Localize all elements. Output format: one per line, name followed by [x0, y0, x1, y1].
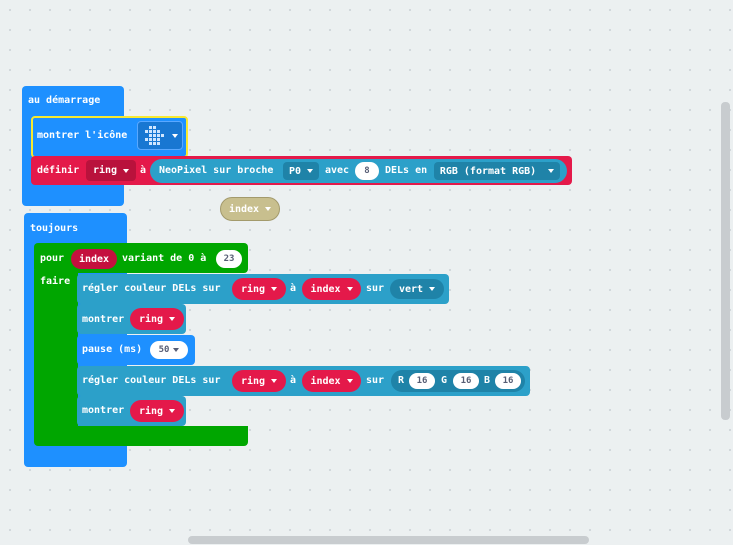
r-input[interactable]: 16	[409, 373, 435, 389]
set-color-label-2: régler couleur DELs sur	[82, 375, 221, 386]
chevron-down-icon	[169, 317, 176, 321]
ring-variable-dropdown[interactable]: ring	[86, 160, 136, 181]
chevron-down-icon	[346, 379, 353, 383]
for-label: pour	[40, 253, 65, 264]
on-label-2: sur	[366, 375, 385, 386]
chevron-down-icon	[429, 287, 436, 291]
horizontal-scrollbar[interactable]	[188, 536, 589, 544]
chevron-down-icon	[346, 287, 353, 291]
led-grid-icon	[145, 126, 164, 145]
at-label-2: à	[290, 375, 297, 386]
on-start-label: au démarrage	[28, 95, 101, 106]
b-input[interactable]: 16	[495, 373, 521, 389]
neopixel-label: NeoPixel sur broche	[159, 165, 274, 176]
pause-duration-dropdown[interactable]: 50	[150, 341, 188, 359]
chevron-down-icon	[172, 134, 178, 138]
led-count-input[interactable]: 8	[355, 162, 379, 180]
define-connector: à	[140, 165, 147, 176]
floating-index-variable[interactable]: index	[220, 197, 280, 221]
forever-label: toujours	[30, 223, 79, 234]
define-label: définir	[37, 165, 80, 176]
do-label: faire	[40, 276, 71, 287]
at-label-1: à	[290, 283, 297, 294]
strip-variable-1[interactable]: ring	[232, 278, 286, 300]
g-label: G	[441, 375, 448, 386]
chevron-down-icon	[271, 379, 278, 383]
range-label: variant de 0 à	[122, 253, 207, 264]
show-label-2: montrer	[82, 405, 125, 416]
for-loop-block[interactable]	[34, 243, 248, 273]
show-label-1: montrer	[82, 314, 125, 325]
index-variable-1[interactable]: index	[302, 278, 361, 300]
g-input[interactable]: 16	[453, 373, 479, 389]
with-label: avec	[325, 165, 350, 176]
loop-max-input[interactable]: 23	[216, 250, 242, 268]
mode-dropdown[interactable]: RGB (format RGB)	[434, 162, 560, 180]
chevron-down-icon	[265, 207, 272, 211]
icon-picker-dropdown[interactable]	[137, 121, 183, 150]
chevron-down-icon	[123, 168, 130, 173]
loop-index-variable[interactable]: index	[71, 249, 117, 269]
pin-dropdown[interactable]: P0	[283, 162, 319, 180]
color-dropdown[interactable]: vert	[390, 279, 444, 299]
show-strip-variable-2[interactable]: ring	[130, 400, 184, 422]
for-loop-footer	[34, 426, 248, 446]
pause-label: pause (ms)	[82, 344, 143, 355]
on-label-1: sur	[366, 283, 385, 294]
chevron-down-icon	[548, 169, 555, 173]
chevron-down-icon	[173, 348, 180, 352]
vertical-scrollbar[interactable]	[721, 102, 730, 420]
chevron-down-icon	[169, 409, 176, 413]
index-variable-2[interactable]: index	[302, 370, 361, 392]
show-strip-variable-1[interactable]: ring	[130, 308, 184, 330]
show-icon-label: montrer l'icône	[37, 130, 128, 141]
set-color-label-1: régler couleur DELs sur	[82, 283, 221, 294]
strip-variable-2[interactable]: ring	[232, 370, 286, 392]
b-label: B	[484, 375, 491, 386]
chevron-down-icon	[307, 169, 314, 173]
chevron-down-icon	[271, 287, 278, 291]
for-loop-body-rail	[34, 270, 78, 430]
leds-label: DELs en	[385, 165, 428, 176]
r-label: R	[398, 375, 405, 386]
